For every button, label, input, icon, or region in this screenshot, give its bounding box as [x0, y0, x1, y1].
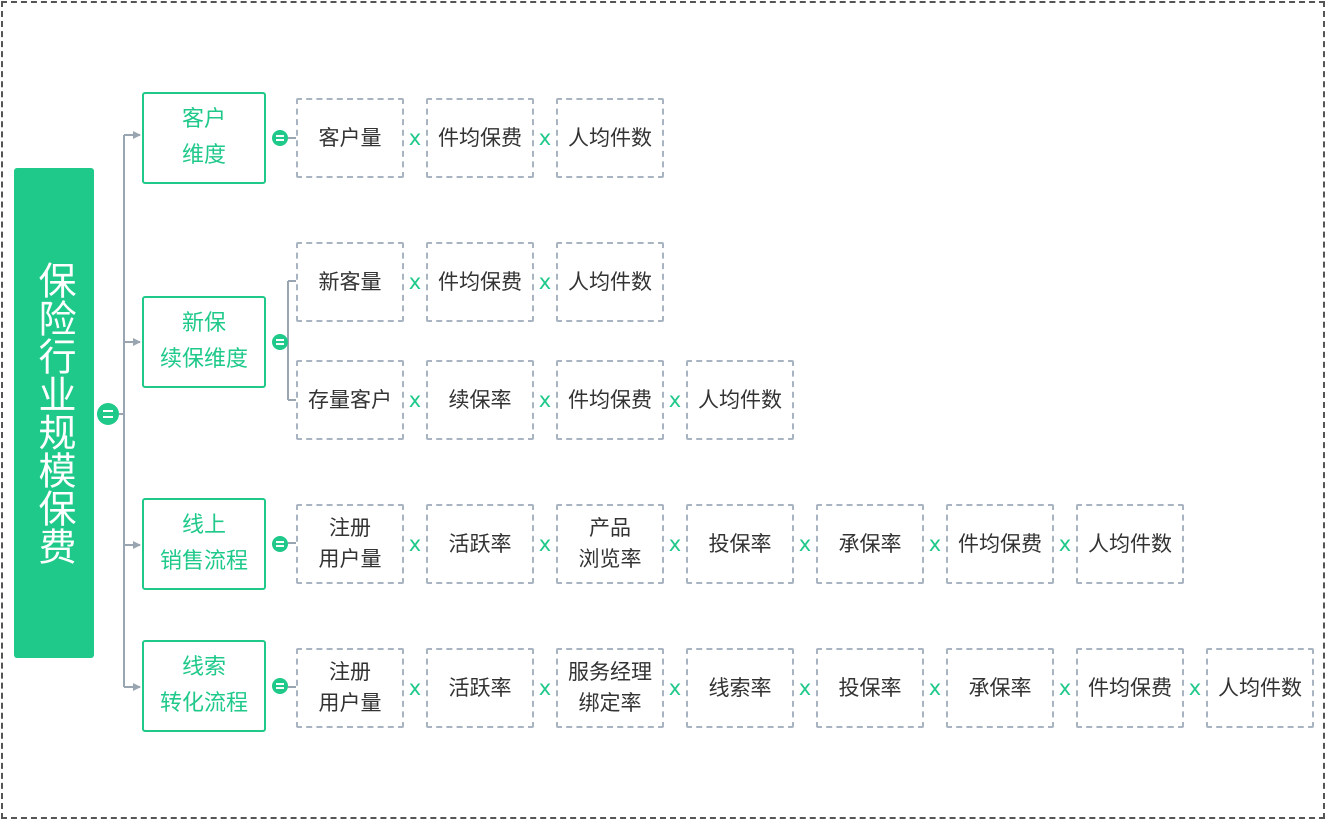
metric-box: 产品 浏览率	[556, 504, 664, 584]
multiply-operator: x	[408, 126, 422, 150]
metric-box: 件均保费	[426, 98, 534, 178]
multiply-operator: x	[538, 270, 552, 294]
equals-icon	[272, 678, 288, 694]
metric-box: 承保率	[946, 648, 1054, 728]
metric-box: 人均件数	[1206, 648, 1314, 728]
multiply-operator: x	[1058, 676, 1072, 700]
metric-box: 人均件数	[556, 98, 664, 178]
metric-box: 件均保费	[1076, 648, 1184, 728]
multiply-operator: x	[928, 532, 942, 556]
metric-box: 注册 用户量	[296, 504, 404, 584]
metric-box: 线索率	[686, 648, 794, 728]
multiply-operator: x	[408, 388, 422, 412]
multiply-operator: x	[538, 676, 552, 700]
multiply-operator: x	[668, 388, 682, 412]
category-node: 新保 续保维度	[142, 296, 266, 388]
metric-box: 投保率	[816, 648, 924, 728]
metric-box: 人均件数	[1076, 504, 1184, 584]
multiply-operator: x	[408, 676, 422, 700]
multiply-operator: x	[538, 388, 552, 412]
metric-box: 注册 用户量	[296, 648, 404, 728]
multiply-operator: x	[538, 126, 552, 150]
metric-box: 投保率	[686, 504, 794, 584]
metric-box: 承保率	[816, 504, 924, 584]
multiply-operator: x	[928, 676, 942, 700]
multiply-operator: x	[538, 532, 552, 556]
metric-box: 人均件数	[556, 242, 664, 322]
metric-box: 件均保费	[946, 504, 1054, 584]
multiply-operator: x	[1188, 676, 1202, 700]
metric-box: 客户量	[296, 98, 404, 178]
equals-icon	[272, 334, 288, 350]
metric-box: 服务经理 绑定率	[556, 648, 664, 728]
metric-box: 存量客户	[296, 360, 404, 440]
multiply-operator: x	[668, 676, 682, 700]
multiply-operator: x	[408, 270, 422, 294]
category-node: 客户 维度	[142, 92, 266, 184]
category-node: 线上 销售流程	[142, 498, 266, 590]
metric-box: 活跃率	[426, 648, 534, 728]
metric-box: 件均保费	[556, 360, 664, 440]
equals-icon	[272, 536, 288, 552]
equals-icon	[97, 403, 119, 425]
category-node: 线索 转化流程	[142, 640, 266, 732]
metric-box: 件均保费	[426, 242, 534, 322]
metric-box: 新客量	[296, 242, 404, 322]
equals-icon	[272, 130, 288, 146]
metric-box: 人均件数	[686, 360, 794, 440]
root-node: 保险行业规模保费	[14, 168, 94, 658]
multiply-operator: x	[1058, 532, 1072, 556]
metric-box: 续保率	[426, 360, 534, 440]
multiply-operator: x	[668, 532, 682, 556]
multiply-operator: x	[408, 532, 422, 556]
multiply-operator: x	[798, 532, 812, 556]
metric-box: 活跃率	[426, 504, 534, 584]
multiply-operator: x	[798, 676, 812, 700]
